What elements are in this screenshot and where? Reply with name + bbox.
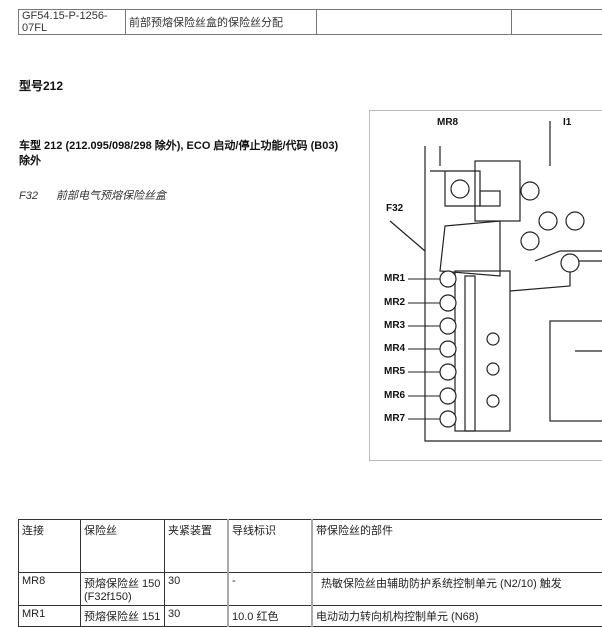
- doc-title: 前部预熔保险丝盒的保险丝分配: [126, 10, 317, 35]
- label-mr8: MR8: [437, 117, 458, 128]
- label-mr4: MR4: [384, 343, 405, 354]
- legend-desc: 前部电气预熔保险丝盒: [56, 190, 166, 202]
- col-header: 连接: [19, 520, 81, 573]
- legend-code: F32: [19, 190, 38, 202]
- label-mr2: MR2: [384, 297, 405, 308]
- label-mr5: MR5: [384, 366, 405, 377]
- col-header: 夹紧装置: [165, 520, 229, 573]
- cell: -: [228, 573, 312, 606]
- label-mr6: MR6: [384, 390, 405, 401]
- col-header: 保险丝: [81, 520, 165, 573]
- doc-id: GF54.15-P-1256-07FL: [19, 10, 126, 35]
- label-mr1: MR1: [384, 273, 405, 284]
- col-header: 导线标识: [228, 520, 312, 573]
- subtitle: 车型 212 (212.095/098/298 除外), ECO 启动/停止功能…: [19, 139, 349, 169]
- label-f32: F32: [386, 203, 403, 214]
- fuse-table: 连接 保险丝 夹紧装置 导线标识 带保险丝的部件 MR8 预熔保险丝 150 (…: [18, 519, 602, 627]
- document-header: GF54.15-P-1256-07FL 前部预熔保险丝盒的保险丝分配: [18, 9, 602, 35]
- empty-cell: [512, 10, 602, 35]
- table-row: MR8 预熔保险丝 150 (F32f150) 30 - 热敏保险丝由辅助防护系…: [19, 573, 602, 606]
- empty-cell: [317, 10, 512, 35]
- cell: 10.0 红色: [228, 606, 312, 627]
- fuse-box-figure: MR8 I1 F32 MR1 MR2 MR3 MR4 MR5 MR6 MR7: [369, 110, 602, 461]
- cell: MR1: [19, 606, 81, 627]
- legend: F32 前部电气预熔保险丝盒: [19, 187, 184, 203]
- cell: 电动动力转向机构控制单元 (N68): [312, 606, 602, 627]
- table-header-row: 连接 保险丝 夹紧装置 导线标识 带保险丝的部件: [19, 520, 602, 573]
- cell: 预熔保险丝 150 (F32f150): [81, 573, 165, 606]
- fuse-box-drawing: [370, 111, 602, 461]
- cell: 热敏保险丝由辅助防护系统控制单元 (N2/10) 触发: [312, 573, 602, 606]
- cell: 30: [165, 606, 229, 627]
- model-heading: 型号212: [19, 77, 63, 94]
- label-mr7: MR7: [384, 413, 405, 424]
- cell: 30: [165, 573, 229, 606]
- label-mr3: MR3: [384, 320, 405, 331]
- table-row: MR1 预熔保险丝 151 30 10.0 红色 电动动力转向机构控制单元 (N…: [19, 606, 602, 627]
- col-header: 带保险丝的部件: [312, 520, 602, 573]
- cell: 预熔保险丝 151: [81, 606, 165, 627]
- label-i1: I1: [563, 117, 571, 128]
- cell: MR8: [19, 573, 81, 606]
